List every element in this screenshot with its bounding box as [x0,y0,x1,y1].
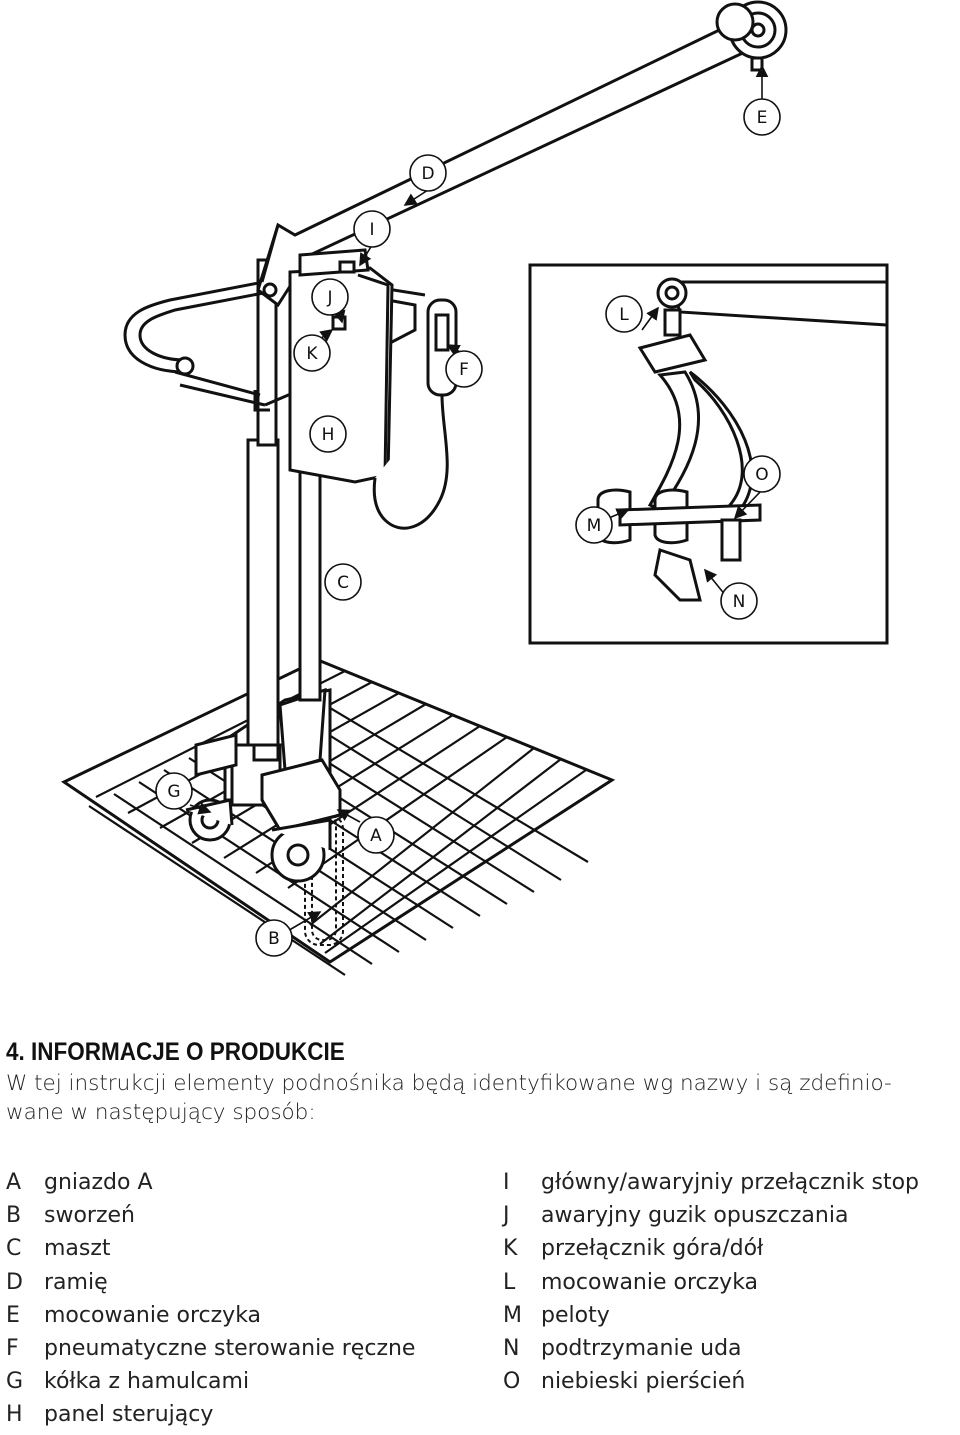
lift-mast [246,258,322,762]
svg-text:B: B [268,929,280,949]
callout-A: A [357,816,395,854]
lift-arm [256,0,788,308]
leader-lines [189,64,769,933]
svg-text:M: M [587,516,602,536]
intro-paragraph: W tej instrukcji elementy podnośnika będ… [6,1069,956,1127]
callout-G: G [155,772,193,810]
callout-B: B [255,919,293,957]
intro-line-2: wane w następujący sposób: [6,1100,316,1125]
svg-text:F: F [459,360,469,380]
callout-C: C [324,563,362,601]
svg-text:C: C [337,573,349,593]
callout-O: O [743,455,781,493]
inset-sling-bar [528,263,889,645]
callout-N: N [720,582,758,620]
intro-line-1: W tej instrukcji elementy podnośnika będ… [6,1071,892,1096]
callout-L: L [605,295,643,333]
callout-F: F [445,350,483,388]
svg-text:E: E [757,108,768,128]
svg-text:I: I [369,220,374,240]
svg-text:K: K [306,344,318,364]
svg-text:A: A [370,826,382,846]
callout-D: D [409,154,447,192]
section-heading: 4. INFORMACJE O PRODUKCIE [6,1038,345,1066]
svg-text:N: N [733,592,746,612]
callout-K: K [293,334,331,372]
svg-text:O: O [755,465,768,485]
svg-text:H: H [322,425,335,445]
callout-E: E [743,98,781,136]
callout-I: I [353,210,391,248]
svg-text:L: L [619,305,629,325]
lift-diagram-svg: E D I J K F H C L O M N G A B [60,0,889,976]
callout-M: M [575,506,613,544]
callout-J: J [311,278,349,316]
callouts: E D I J K F H C L O M N G A B [155,98,781,957]
lift-diagram: E D I J K F H C L O M N G A B [60,0,889,976]
callout-H: H [309,415,347,453]
svg-text:J: J [326,288,332,308]
floor-grid [60,658,616,976]
svg-text:D: D [421,164,434,184]
svg-text:G: G [167,782,180,802]
lift-base [185,687,342,883]
